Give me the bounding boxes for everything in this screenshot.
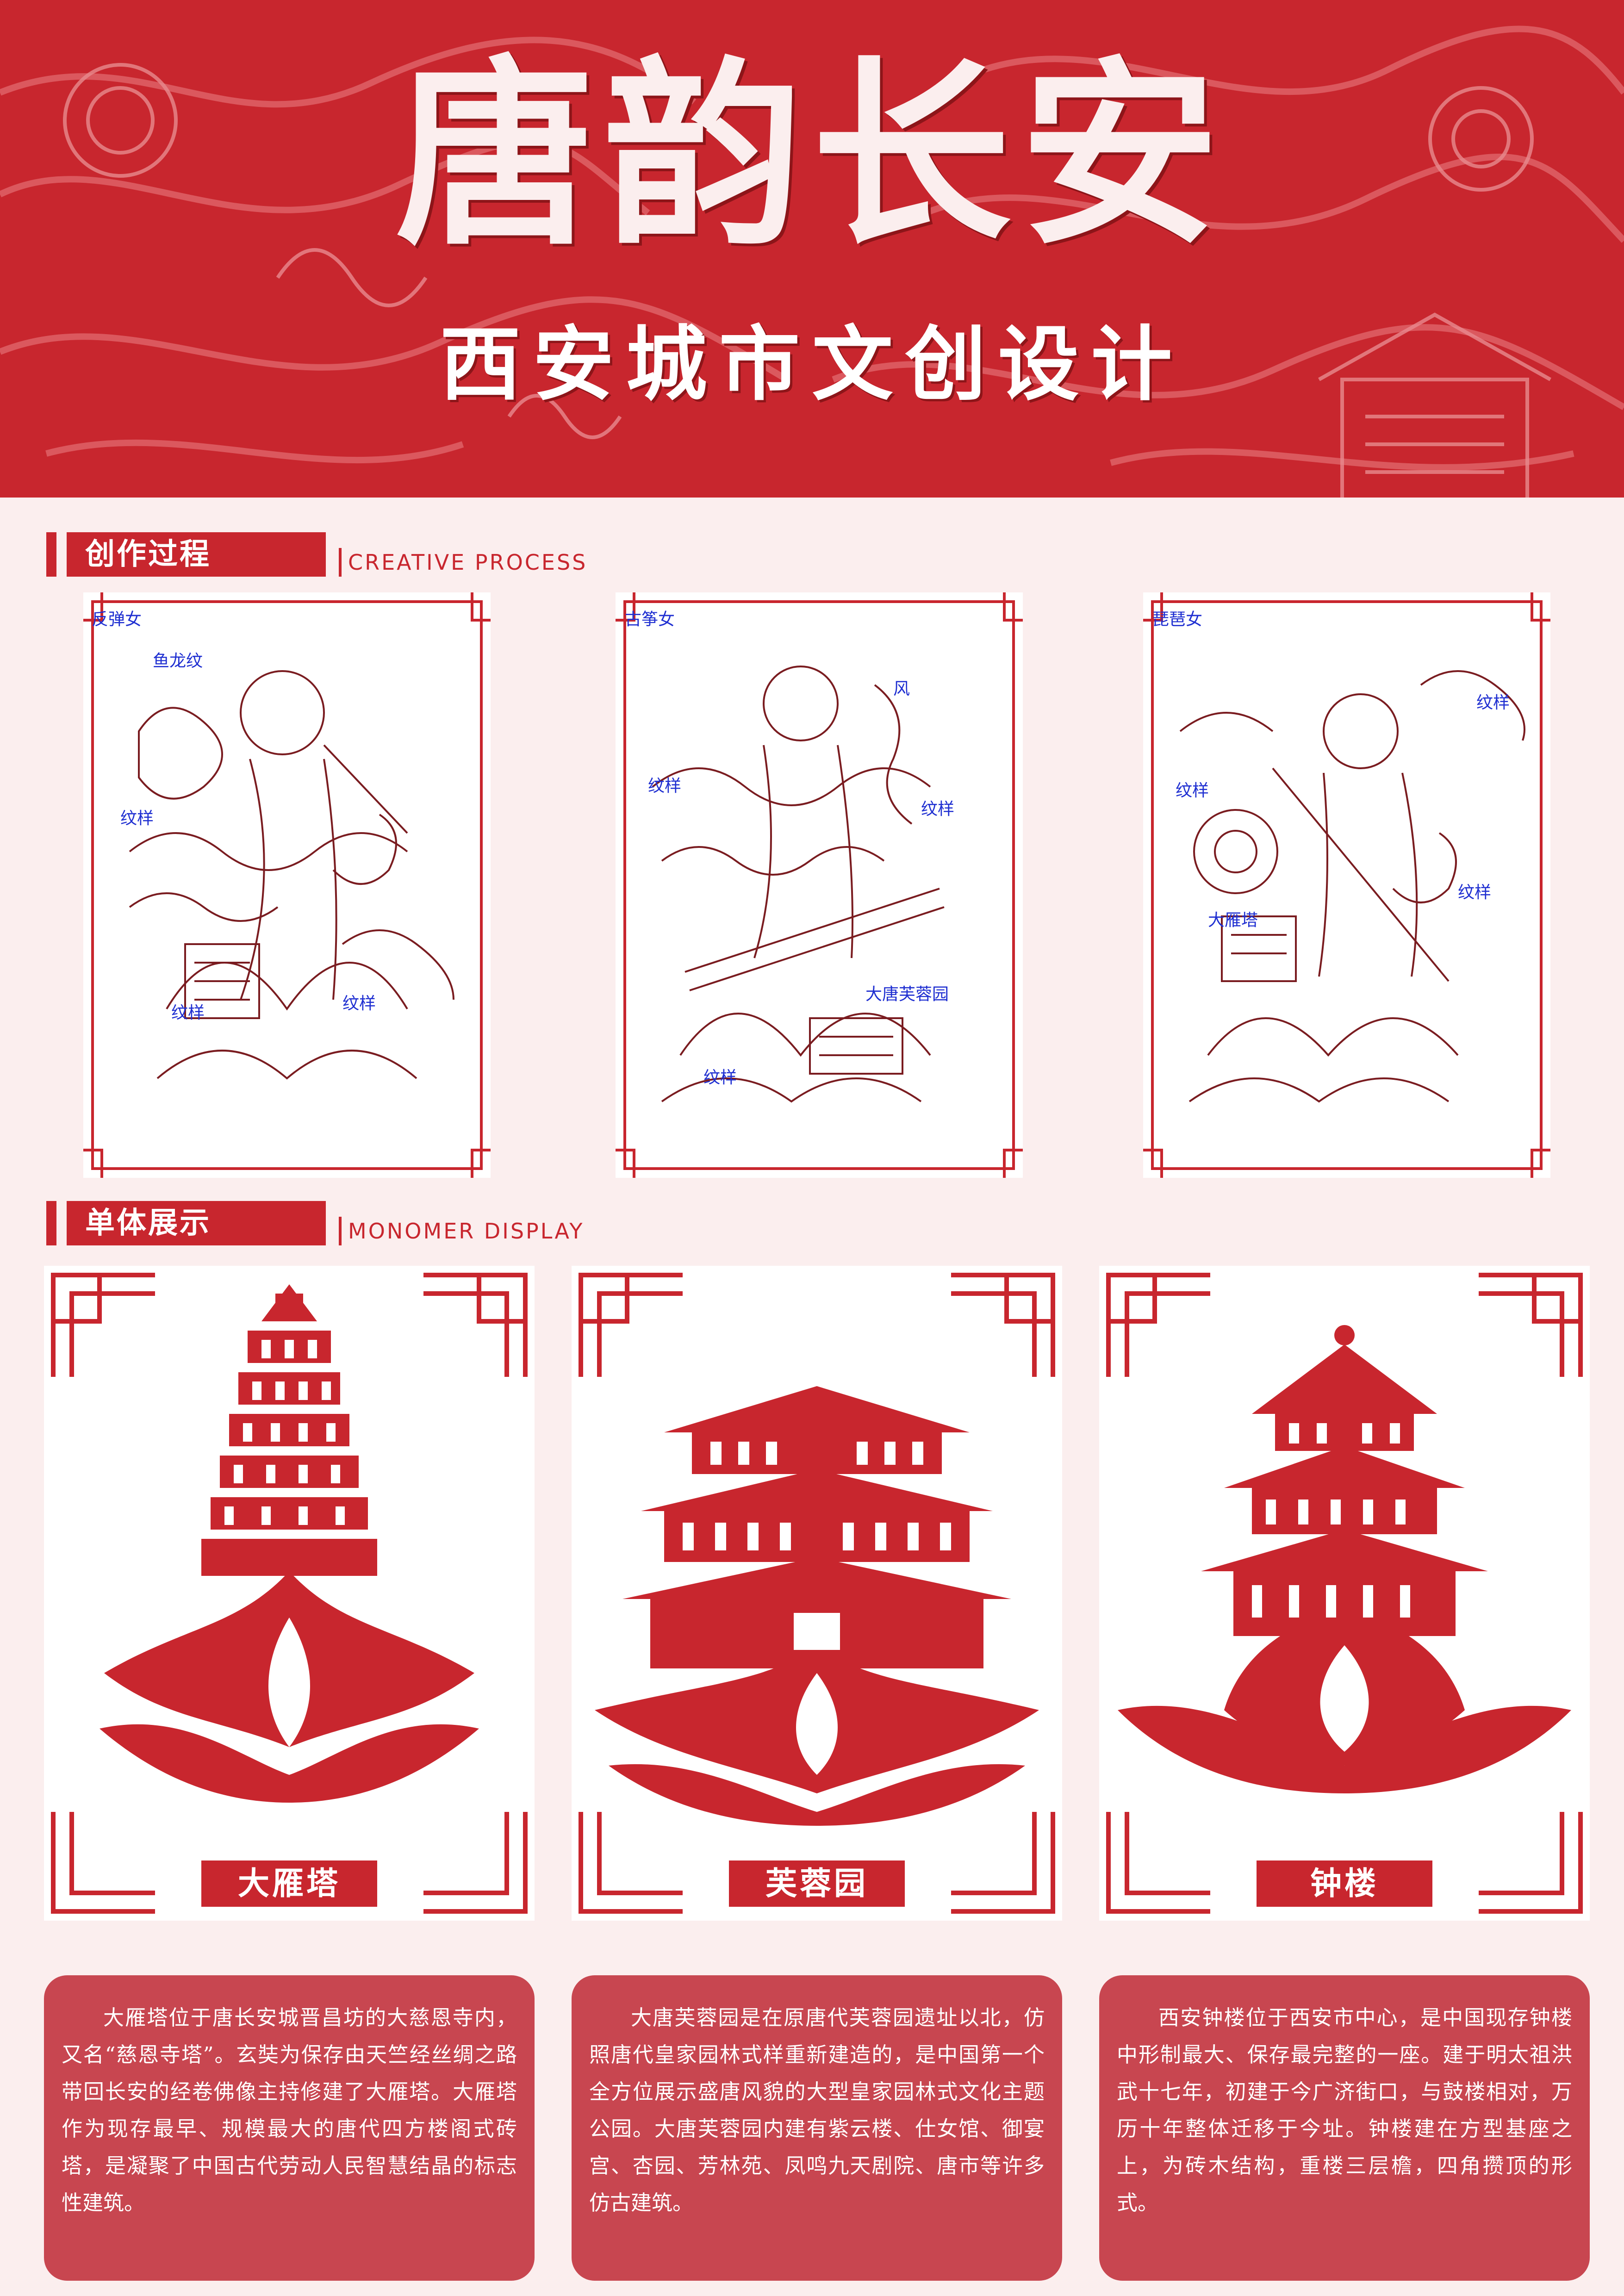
svg-text:大雁塔: 大雁塔 xyxy=(1208,911,1258,930)
svg-text:纹样: 纹样 xyxy=(1476,693,1510,712)
description-furongyuan: 大唐芙蓉园是在原唐代芙蓉园遗址以北，仿照唐代皇家园林式样重新建造的，是中国第一个… xyxy=(572,1975,1062,2281)
monomer-card-zhonglou: 钟楼 xyxy=(1099,1266,1590,1921)
section-title-cn: 单体展示 xyxy=(67,1201,326,1245)
section-title-en: CREATIVE PROCESS xyxy=(339,548,587,577)
section-title-en: MONOMER DISPLAY xyxy=(339,1217,584,1245)
sketch-drawing: 古筝女 纹样 风 纹样 大唐芙蓉园 纹样 xyxy=(616,592,1023,1178)
svg-text:纹样: 纹样 xyxy=(342,994,376,1013)
svg-text:纹样: 纹样 xyxy=(648,777,681,796)
header-banner: 唐韵长安 西安城市文创设计 xyxy=(0,0,1624,498)
section-bar xyxy=(46,532,56,577)
description-dayanta: 大雁塔位于唐长安城晋昌坊的大慈恩寺内，又名“慈恩寺塔”。玄奘为保存由天竺经丝绸之… xyxy=(44,1975,535,2281)
monomer-card-dayanta: 大雁塔 xyxy=(44,1266,535,1921)
svg-text:纹样: 纹样 xyxy=(1176,781,1209,800)
svg-text:纹样: 纹样 xyxy=(120,809,154,828)
section-bar xyxy=(46,1201,56,1245)
sketch-corner-note: 反弹女 xyxy=(92,610,142,629)
sketch-drawing: 反弹女 鱼龙纹 纹样 纹样 纹样 xyxy=(83,592,491,1178)
main-title: 唐韵长安 xyxy=(395,38,1229,272)
svg-text:大唐芙蓉园: 大唐芙蓉园 xyxy=(865,985,949,1004)
monomer-name: 大雁塔 xyxy=(201,1860,377,1907)
svg-text:纹样: 纹样 xyxy=(171,1003,205,1022)
svg-text:纹样: 纹样 xyxy=(703,1068,737,1087)
papercut-illustration xyxy=(1106,1273,1583,1914)
sketch-card-2: 古筝女 纹样 风 纹样 大唐芙蓉园 纹样 xyxy=(616,592,1023,1178)
monomer-name: 芙蓉园 xyxy=(729,1860,905,1907)
sketch-corner-note: 琵琶女 xyxy=(1152,610,1202,629)
sketch-corner-note: 古筝女 xyxy=(625,610,675,629)
section-title-cn: 创作过程 xyxy=(67,532,326,577)
svg-text:纹样: 纹样 xyxy=(1458,883,1491,902)
svg-text:纹样: 纹样 xyxy=(921,800,954,819)
svg-text:风: 风 xyxy=(893,679,910,698)
subtitle: 西安城市文创设计 xyxy=(440,317,1184,412)
banner-pattern xyxy=(0,25,1624,498)
sketch-card-1: 反弹女 鱼龙纹 纹样 纹样 纹样 xyxy=(83,592,491,1178)
papercut-illustration xyxy=(579,1273,1055,1914)
papercut-illustration xyxy=(51,1273,528,1914)
sketch-drawing: 琵琶女 纹样 纹样 大雁塔 纹样 xyxy=(1143,592,1550,1178)
monomer-name: 钟楼 xyxy=(1257,1860,1432,1907)
monomer-card-furongyuan: 芙蓉园 xyxy=(572,1266,1062,1921)
svg-text:鱼龙纹: 鱼龙纹 xyxy=(153,652,203,671)
description-zhonglou: 西安钟楼位于西安市中心，是中国现存钟楼中形制最大、保存最完整的一座。建于明太祖洪… xyxy=(1099,1975,1590,2281)
sketch-card-3: 琵琶女 纹样 纹样 大雁塔 纹样 xyxy=(1143,592,1550,1178)
